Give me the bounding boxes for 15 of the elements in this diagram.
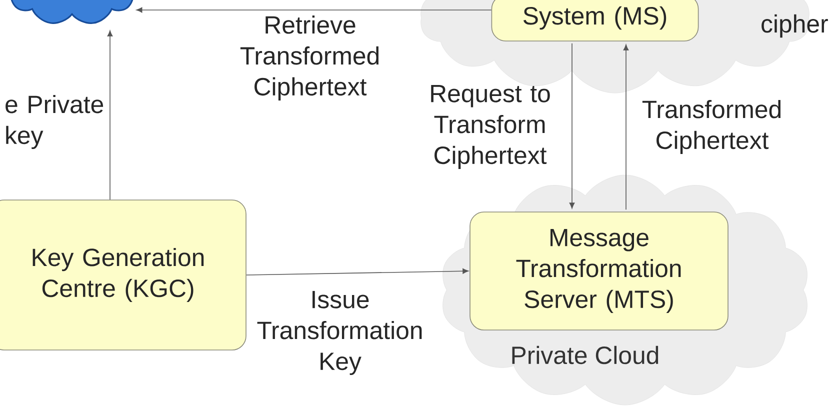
arrow <box>107 30 113 200</box>
rounded-box: Key Generation Centre (KGC) <box>0 200 246 350</box>
arrow <box>569 43 575 209</box>
label: cipher <box>762 14 828 38</box>
arrow <box>246 268 469 276</box>
arrow <box>623 44 629 210</box>
edge-label: Request to Transform Ciphertext <box>431 84 550 170</box>
edge-label: Issue Transformation Key <box>257 290 422 376</box>
edge-label: Transformed Ciphertext <box>642 100 781 154</box>
rounded-box: System (MS) <box>491 0 699 42</box>
arrow <box>136 7 492 13</box>
edge-label: Retrieve Transformed Ciphertext <box>240 16 379 100</box>
rounded-box: Message Transformation Server (MTS) <box>470 212 728 330</box>
cloud-icon <box>8 0 136 24</box>
edge-label: e Private key <box>6 94 104 150</box>
